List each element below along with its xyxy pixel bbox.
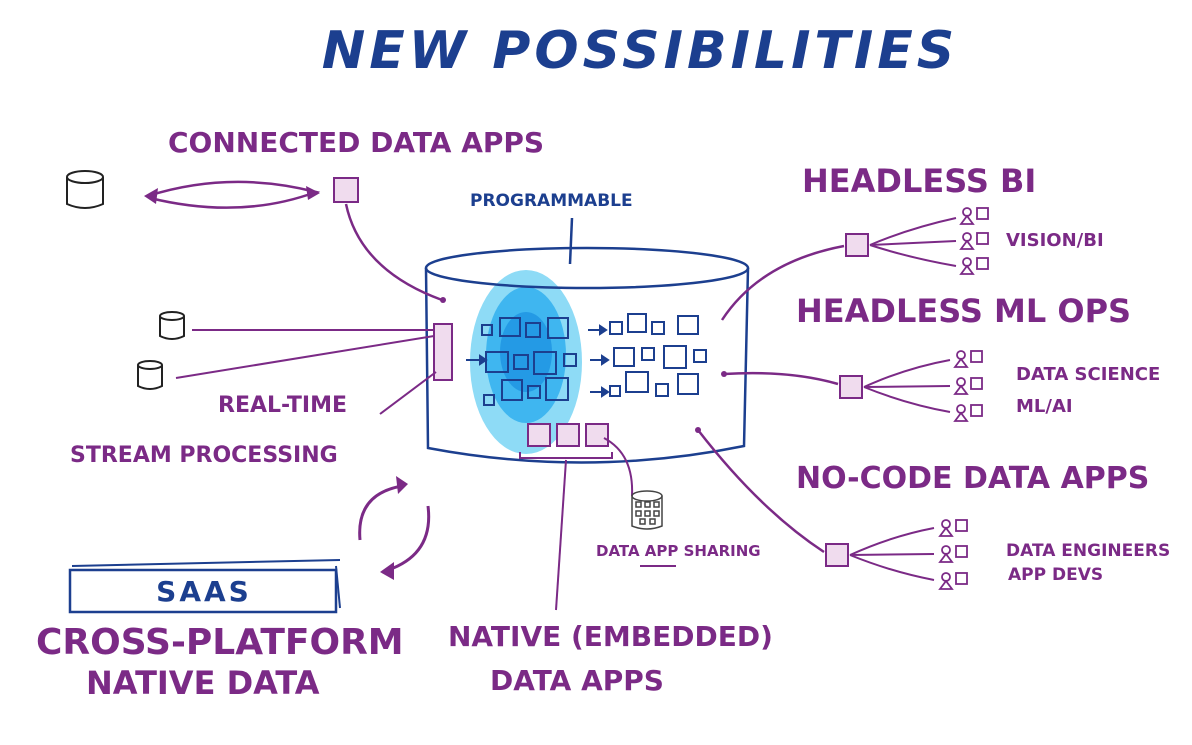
external-database-icon xyxy=(66,170,104,209)
label-cross-platform-line1: CROSS-PLATFORM xyxy=(36,622,404,663)
label-programmable: PROGRAMMABLE xyxy=(470,191,633,211)
programmable-connector xyxy=(568,217,574,265)
no-code-link xyxy=(697,429,825,554)
user-icon xyxy=(938,545,968,563)
sync-loop-arrowhead-left xyxy=(144,188,158,204)
label-headless-bi: HEADLESS BI xyxy=(802,162,1036,200)
headless-ml-ops-user-icons xyxy=(953,350,983,422)
label-cross-platform-line2: NATIVE DATA xyxy=(86,664,320,702)
headless-bi-box xyxy=(845,233,869,257)
user-icon xyxy=(938,519,968,537)
stream-source-database-2-icon xyxy=(137,360,163,390)
cylinder-top xyxy=(424,246,750,290)
headless-bi-user-icons xyxy=(959,207,989,275)
user-icon xyxy=(953,350,983,368)
stream-line-2 xyxy=(175,335,435,379)
label-app-devs: APP DEVS xyxy=(1008,565,1103,585)
label-saas: SAAS xyxy=(156,575,252,608)
sync-loop-arrow xyxy=(147,180,321,209)
cycle-arrows-icon xyxy=(358,476,431,580)
stream-source-database-1-icon xyxy=(159,311,185,340)
no-code-link-dot xyxy=(695,427,701,433)
user-icon xyxy=(953,404,983,422)
headless-ml-ops-link xyxy=(723,371,839,386)
data-app-sharing-link xyxy=(603,437,634,497)
label-data-engineers: DATA ENGINEERS xyxy=(1006,541,1170,561)
label-native-line2: DATA APPS xyxy=(490,664,664,697)
label-no-code-data-apps: NO-CODE DATA APPS xyxy=(796,461,1149,496)
user-icon xyxy=(953,377,983,395)
headless-ml-ops-link-dot xyxy=(721,371,727,377)
user-icon xyxy=(959,257,989,275)
headless-bi-fan xyxy=(869,217,957,267)
connected-app-link xyxy=(344,203,443,302)
native-apps-link xyxy=(555,459,567,611)
native-apps-bracket xyxy=(519,452,613,459)
label-real-time: REAL-TIME xyxy=(218,393,347,418)
label-vision-bi: VISION/BI xyxy=(1006,230,1104,251)
label-ml-ai: ML/AI xyxy=(1016,396,1073,417)
connected-app-box xyxy=(333,177,359,203)
stream-processing-link xyxy=(379,371,437,415)
label-native-line1: NATIVE (EMBEDDED) xyxy=(448,620,773,653)
central-data-platform xyxy=(424,217,750,464)
compute-cluster-left xyxy=(481,317,577,406)
label-connected-data-apps: CONNECTED DATA APPS xyxy=(168,126,544,159)
label-headless-ml-ops: HEADLESS ML OPS xyxy=(796,292,1131,330)
saas-banner xyxy=(68,559,341,614)
no-code-fan xyxy=(849,527,935,581)
sync-loop-arrowhead-right xyxy=(306,186,320,200)
compute-cluster-right xyxy=(609,313,707,397)
flow-arrows xyxy=(466,324,610,398)
connected-app-link-dot xyxy=(440,297,446,303)
headless-bi-link xyxy=(720,244,845,321)
headless-ml-ops-fan xyxy=(863,359,951,413)
label-data-app-sharing: DATA APP SHARING xyxy=(596,542,761,560)
diagram-title: NEW POSSIBILITIES xyxy=(322,21,958,81)
headless-ml-ops-box xyxy=(839,375,863,399)
native-app-boxes xyxy=(527,423,609,447)
label-stream-processing: STREAM PROCESSING xyxy=(70,443,338,468)
user-icon xyxy=(938,572,968,590)
data-app-sharing-database-icon xyxy=(631,490,663,530)
label-data-science: DATA SCIENCE xyxy=(1016,364,1160,385)
no-code-box xyxy=(825,543,849,567)
stream-input-box xyxy=(433,323,453,381)
user-icon xyxy=(959,232,989,250)
no-code-user-icons xyxy=(938,519,968,590)
user-icon xyxy=(959,207,989,225)
